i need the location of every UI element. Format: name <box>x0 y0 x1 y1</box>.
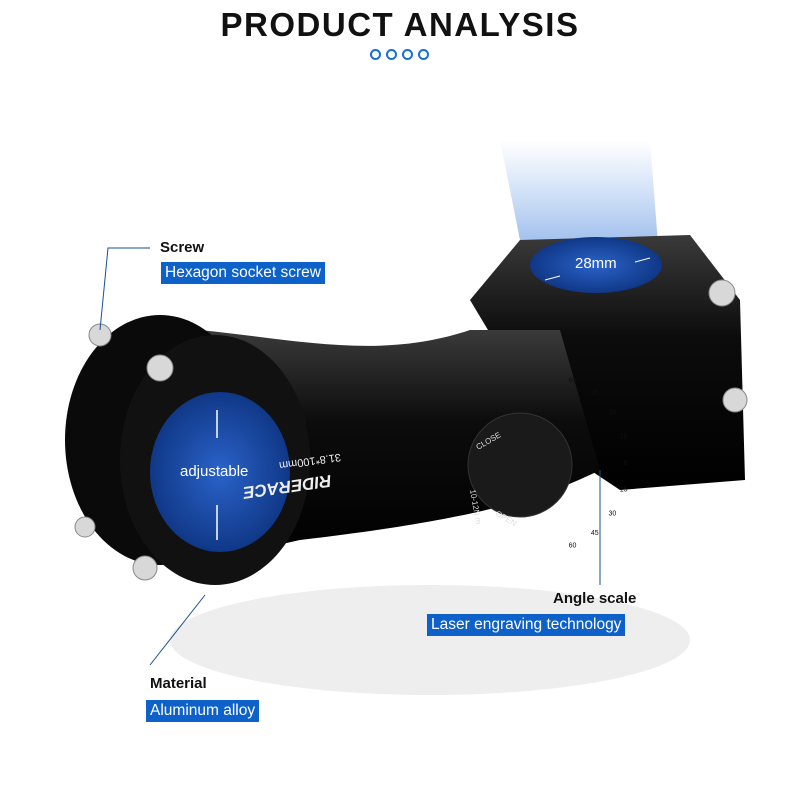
angle-scale: 60 45 30 15 0 15 30 45 60 <box>569 377 628 549</box>
angle-tick-label: 15 <box>620 434 628 441</box>
angle-tick-label: 60 <box>569 377 577 384</box>
reflection <box>170 585 690 695</box>
screw-icons <box>74 279 748 581</box>
angle-tick-label: 45 <box>591 530 599 537</box>
clamp-diameter-label: 28mm <box>575 255 617 272</box>
angle-tick-label: 15 <box>620 486 628 493</box>
dot-icon <box>386 49 397 60</box>
angle-tick-label: 60 <box>569 543 577 550</box>
steerer-clamp <box>470 235 745 490</box>
leader-lines <box>99 247 601 666</box>
hinge-disk <box>467 412 573 518</box>
decorative-dots <box>370 49 429 60</box>
dot-icon <box>402 49 413 60</box>
screw-title: Screw <box>160 239 205 256</box>
angle-tick-label: 45 <box>591 390 599 397</box>
angle-title: Angle scale <box>553 590 637 607</box>
angle-desc: Laser engraving technology <box>427 614 626 636</box>
dot-icon <box>370 49 381 60</box>
screw-desc: Hexagon socket screw <box>161 262 325 284</box>
angle-tick-label: 30 <box>608 410 616 417</box>
page-title: PRODUCT ANALYSIS <box>220 6 580 43</box>
material-title: Material <box>150 675 207 692</box>
arrow-icon <box>544 275 561 281</box>
angle-tick-label: 30 <box>608 510 616 517</box>
bar-clamp-hole <box>150 392 290 552</box>
material-desc: Aluminum alloy <box>146 700 260 722</box>
dot-icon <box>418 49 429 60</box>
angle-tick-label: 0 <box>624 460 628 467</box>
bar-clamp-label: adjustable <box>180 463 249 480</box>
arrow-icon <box>634 257 651 263</box>
steerer-hole <box>530 237 662 293</box>
